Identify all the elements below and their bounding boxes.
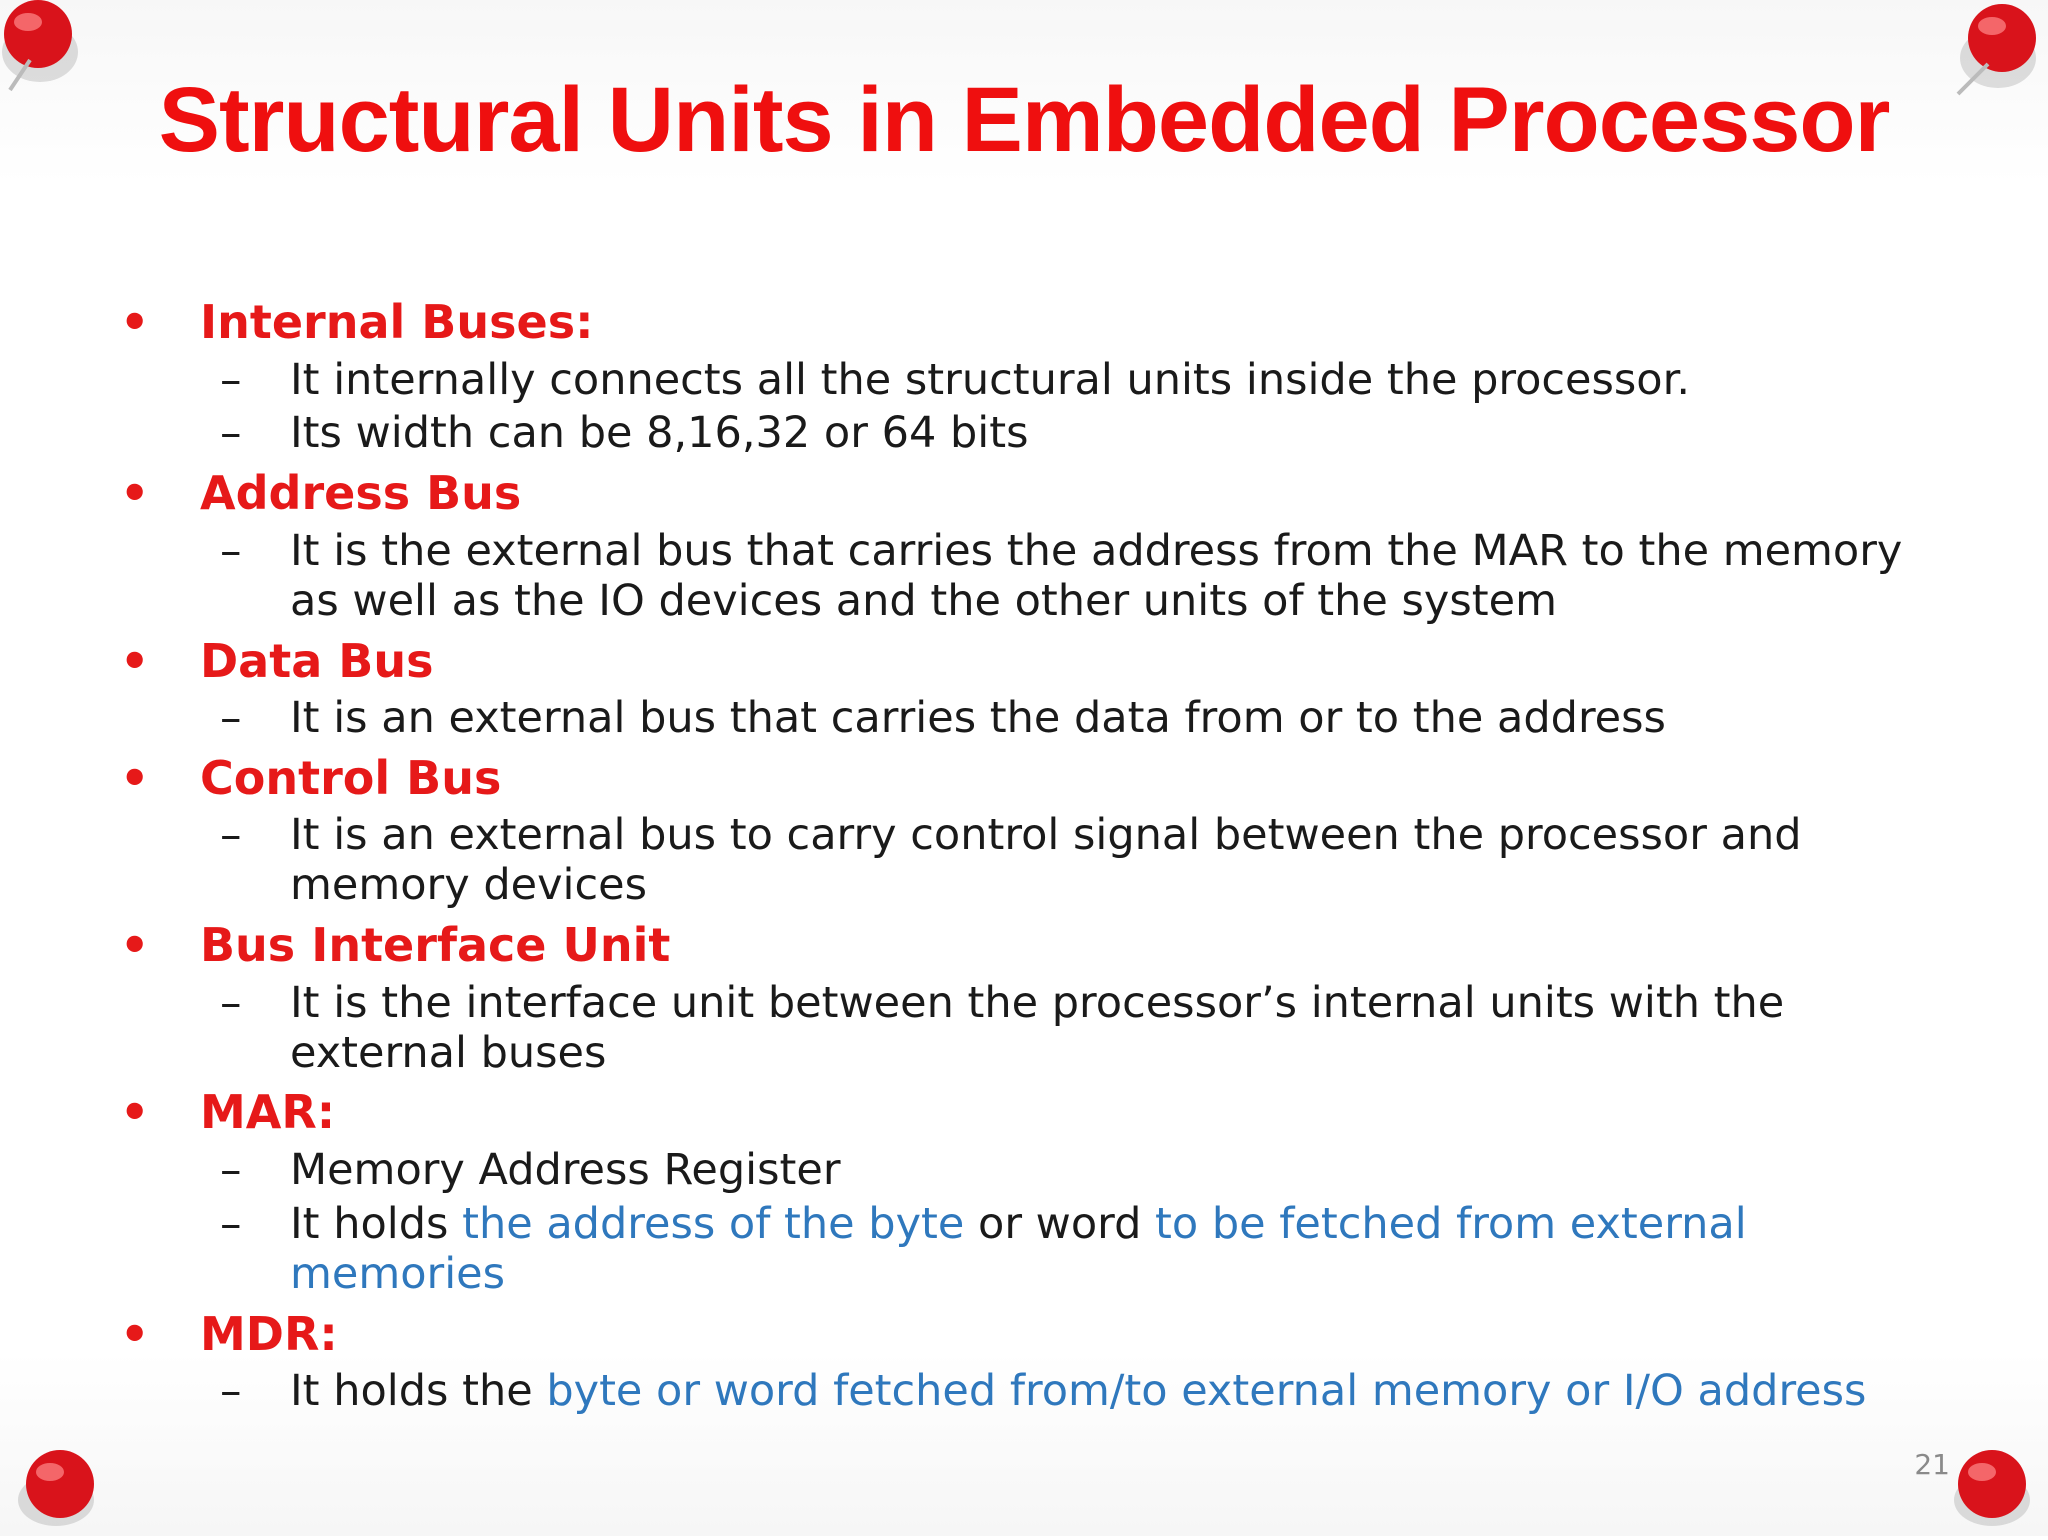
bullet-heading: • MDR: [120,1306,1940,1364]
sub-bullet: – It is an external bus that carries the… [120,693,1940,744]
dash-icon: – [220,810,242,861]
bullet-icon: • [120,918,150,973]
bullet-icon: • [120,750,150,805]
dash-icon: – [220,525,242,576]
highlighted-text: to be fetched from external memories [290,1198,1747,1299]
bullet-list: • Internal Buses: – It internally connec… [120,288,1940,1417]
slide-title: Structural Units in Embedded Processor [158,69,1891,171]
pushpin-icon [1954,1450,2030,1526]
bullet-heading: • Internal Buses: [120,294,1940,352]
heading-text: MDR: [200,1306,338,1361]
heading-text: Control Bus [200,750,502,805]
bullet-icon: • [120,1085,150,1140]
heading-text: Data Bus [200,633,434,688]
sub-bullet: – Its width can be 8,16,32 or 64 bits [120,408,1940,459]
sub-bullet: – It is the external bus that carries th… [120,525,1940,627]
sub-bullet-text: It is an external bus to carry control s… [290,810,1802,911]
heading-text: Internal Buses: [200,295,594,349]
page-number: 21 [1914,1448,1950,1481]
pushpin-icon [2,0,78,92]
bullet-heading: • MAR: [120,1084,1940,1142]
sub-bullet: – It internally connects all the structu… [120,354,1940,406]
bullet-heading: • Bus Interface Unit [120,917,1940,975]
bullet-icon: • [120,466,150,521]
highlighted-text: the address of the byte [462,1198,965,1249]
dash-icon: – [220,693,242,743]
dash-icon: – [220,977,242,1028]
sub-bullet-text: Its width can be 8,16,32 or 64 bits [290,408,1029,459]
sub-bullet-text-part: or word [964,1198,1156,1249]
pushpin-icon [1956,4,2036,96]
bullet-heading: • Address Bus [120,465,1940,523]
dash-icon: – [220,1366,242,1416]
bullet-icon: • [120,295,150,349]
sub-bullet: – It is the interface unit between the p… [120,977,1940,1079]
heading-text: Bus Interface Unit [200,918,671,973]
bullet-icon: • [120,633,150,688]
heading-text: MAR: [200,1085,336,1140]
dash-icon: – [220,1198,242,1249]
sub-bullet-text-part: It holds [290,1198,463,1249]
sub-bullet: – It is an external bus to carry control… [120,810,1940,911]
highlighted-text: byte or word fetched from/to external me… [546,1366,1867,1416]
dash-icon: – [220,408,242,459]
sub-bullet-text-part: It holds the [290,1366,547,1416]
sub-bullet-text: It is the interface unit between the pro… [290,977,1785,1078]
sub-bullet-text: It is an external bus that carries the d… [290,693,1666,743]
sub-bullet: – It holds the byte or word fetched from… [120,1366,1940,1417]
sub-bullet-text: Memory Address Register [290,1144,841,1195]
pushpin-icon [18,1450,94,1526]
bullet-heading: • Control Bus [120,750,1940,808]
sub-bullet-text: It internally connects all the structura… [290,354,1691,405]
heading-text: Address Bus [200,466,522,521]
bullet-heading: • Data Bus [120,633,1940,691]
dash-icon: – [220,1144,242,1195]
sub-bullet: – Memory Address Register [120,1144,1940,1196]
sub-bullet-text: It is the external bus that carries the … [290,525,1903,626]
sub-bullet: – It holds the address of the byte or wo… [120,1198,1940,1300]
dash-icon: – [220,354,242,405]
bullet-icon: • [120,1306,150,1361]
